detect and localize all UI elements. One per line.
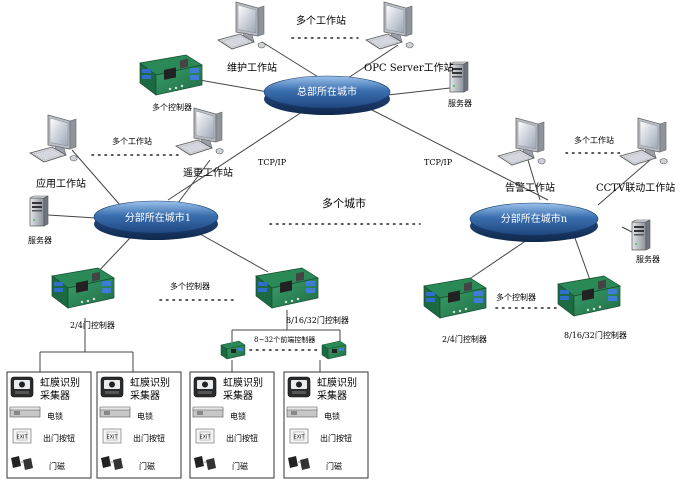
iris-label-line1: 虹膜识别: [317, 377, 357, 389]
iris-label-line2: 采集器: [40, 389, 70, 402]
connection-lines: [39, 41, 651, 372]
exit-button-label: 出门按钮: [320, 433, 352, 443]
door-sensor-label: 门磁: [49, 461, 65, 471]
branch1-change-workstation-label: 遥更工作站: [183, 166, 233, 179]
branchn-controller-a-label: 2/4门控制器: [442, 334, 487, 344]
hq-controller-board-icon: [139, 54, 203, 96]
iris-label-line2: 采集器: [223, 389, 253, 402]
lock-label: 电锁: [47, 411, 63, 421]
hq-multi-workstations-label: 多个工作站: [296, 14, 346, 27]
branchn-multi-controllers-label: 多个控制器: [496, 292, 536, 302]
branchn-controller-a-icon: [423, 277, 487, 319]
door-sensor-label: 门磁: [326, 461, 342, 471]
branchn-server-icon: [631, 219, 651, 251]
branchn-hub-label: 分部所在城市n: [501, 212, 568, 225]
iris-label-line1: 虹膜识别: [40, 377, 80, 389]
front-controller-left-icon: [220, 340, 246, 360]
exit-button-icon: [289, 428, 309, 444]
exit-button-label: 出门按钮: [133, 433, 165, 443]
branchn-multi-workstations-label: 多个工作站: [574, 135, 614, 145]
hq-opc-workstation-label: OPC Server工作站: [364, 61, 454, 74]
hq-multi-controllers-label: 多个控制器: [152, 102, 192, 112]
branch1-app-workstation-label: 应用工作站: [36, 177, 86, 190]
branch1-hub: 分部所在城市1: [93, 200, 219, 240]
iris-label-line1: 虹膜识别: [130, 377, 170, 389]
door-units: 虹膜识别采集器电锁出门按钮门磁虹膜识别采集器电锁出门按钮门磁虹膜识别采集器电锁出…: [6, 371, 369, 479]
electric-lock-icon: [192, 406, 224, 418]
exit-button-label: 出门按钮: [226, 433, 258, 443]
exit-button-icon: [195, 428, 215, 444]
branchn-cctv-workstation-icon: [619, 117, 668, 166]
hq-maintenance-workstation-label: 维护工作站: [227, 61, 277, 74]
branchn-alarm-workstation-icon: [497, 117, 546, 166]
branch1-app-workstation-icon: [29, 114, 78, 163]
exit-button-icon: [102, 428, 122, 444]
branchn-controller-b-label: 8/16/32门控制器: [564, 330, 627, 340]
hq-maintenance-workstation-icon: [217, 1, 266, 50]
hq-opc-workstation-icon: [365, 1, 414, 50]
branchn-cctv-workstation-label: CCTV联动工作站: [596, 181, 675, 194]
lock-label: 电锁: [230, 411, 246, 421]
iris-scanner-icon: [100, 376, 124, 398]
branch1-hub-label: 分部所在城市1: [125, 211, 191, 224]
iris-scanner-icon: [193, 376, 217, 398]
branch1-controller-b-icon: [255, 267, 319, 309]
electric-lock-icon: [9, 406, 41, 418]
tcp-right-label: TCP/IP: [424, 158, 453, 167]
lock-label: 电锁: [137, 411, 153, 421]
door-sensor-label: 门磁: [139, 461, 155, 471]
branchn-hub: 分部所在城市n: [469, 202, 599, 242]
tcp-left-label: TCP/IP: [258, 158, 287, 167]
branch1-controller-a-icon: [51, 267, 115, 309]
hq-hub-label: 总部所在城市: [297, 85, 357, 98]
exit-button-label: 出门按钮: [43, 433, 75, 443]
branchn-server-label: 服务器: [636, 254, 660, 264]
iris-label-line2: 采集器: [130, 389, 160, 402]
front-controllers-label: 8~32个前端控制器: [254, 335, 315, 344]
lock-label: 电锁: [324, 411, 340, 421]
hq-hub: 总部所在城市: [263, 75, 391, 115]
branch1-server-icon: [29, 195, 49, 227]
electric-lock-icon: [99, 406, 131, 418]
exit-button-icon: [12, 428, 32, 444]
branch1-change-workstation-icon: [175, 107, 224, 156]
electric-lock-icon: [286, 406, 318, 418]
iris-scanner-icon: [287, 376, 311, 398]
branch1-controller-b-label: 8/16/32门控制器: [286, 315, 349, 325]
branchn-controller-b-icon: [557, 275, 621, 317]
iris-label-line1: 虹膜识别: [223, 377, 263, 389]
hq-server-label: 服务器: [448, 98, 472, 108]
branch1-multi-workstations-label: 多个工作站: [112, 136, 152, 146]
branch1-multi-controllers-label: 多个控制器: [170, 281, 210, 291]
dotted-indicators: [91, 37, 621, 351]
branch1-controller-a-label: 2/4门控制器: [70, 320, 115, 330]
multi-cities-label: 多个城市: [322, 196, 366, 210]
front-controller-right-icon: [321, 340, 347, 360]
door-sensor-label: 门磁: [232, 461, 248, 471]
iris-label-line2: 采集器: [317, 389, 347, 402]
iris-scanner-icon: [10, 376, 34, 398]
branch1-server-label: 服务器: [28, 235, 52, 245]
branchn-alarm-workstation-label: 告警工作站: [505, 181, 555, 194]
